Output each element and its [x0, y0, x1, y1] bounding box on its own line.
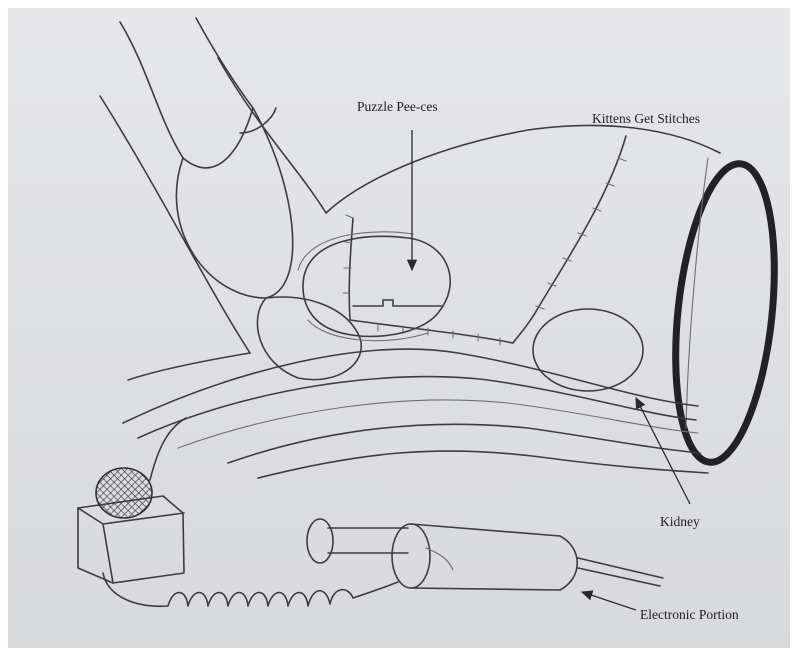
puzzle-piece-drawing — [298, 232, 450, 341]
opening-ring — [663, 158, 788, 467]
puzzle-pieces-label: Puzzle Pee-ces — [357, 99, 438, 114]
electronic-portion-label: Electronic Portion — [640, 607, 739, 622]
hand-drawing — [100, 58, 326, 380]
finger-drawing — [120, 18, 361, 380]
stitched-body — [326, 125, 720, 345]
sketch-diagram: Puzzle Pee-ces Kittens Get Stitches Kidn… — [8, 8, 790, 648]
kidney-label: Kidney — [660, 514, 700, 529]
syringe-drawing — [307, 519, 663, 590]
electronic-arrow — [582, 592, 636, 610]
paper-sheet: Puzzle Pee-ces Kittens Get Stitches Kidn… — [8, 8, 790, 648]
kidney-drawing — [533, 309, 643, 391]
kittens-stitches-label: Kittens Get Stitches — [592, 111, 700, 126]
sensor-cube — [78, 418, 186, 583]
wire-bundle — [123, 349, 708, 478]
